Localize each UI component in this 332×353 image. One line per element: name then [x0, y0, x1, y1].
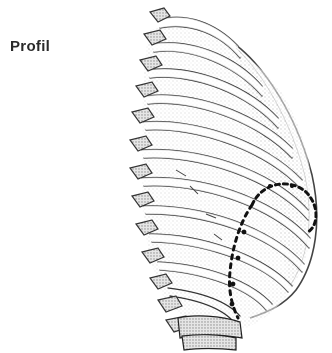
lumbar-vertebrae: [178, 316, 242, 350]
